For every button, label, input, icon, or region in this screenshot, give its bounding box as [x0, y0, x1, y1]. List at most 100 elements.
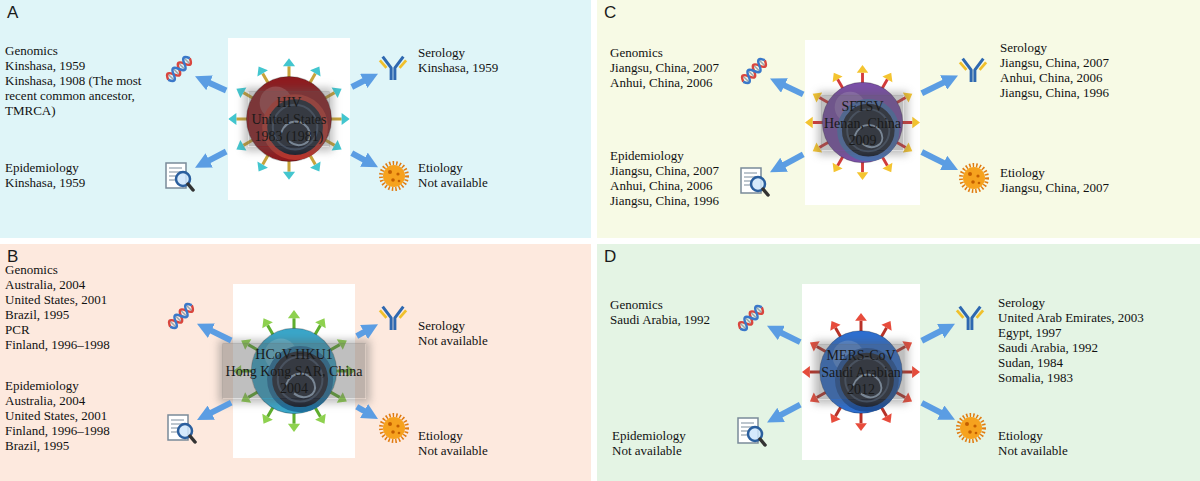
- method-icon: EtiologyNot available: [955, 412, 987, 444]
- finding-entry: United States, 2001: [5, 408, 157, 423]
- method-icon: EpidemiologyJiangsu, China, 2007Anhui, C…: [738, 165, 770, 197]
- finding-entry: Australia, 2004: [5, 393, 157, 408]
- connector-group: [204, 78, 949, 418]
- method-symbol: [958, 52, 988, 84]
- arrow-connector: [206, 328, 231, 340]
- arrow-connector: [779, 154, 803, 167]
- method-symbol: [955, 412, 987, 444]
- virus-label-box: SFTSVHenan, China2009: [821, 95, 904, 150]
- method-heading: Etiology: [998, 428, 1193, 443]
- method-heading: Epidemiology: [5, 160, 157, 175]
- virus-image-box: SFTSVHenan, China2009: [805, 40, 920, 205]
- arrow-connector: [922, 80, 949, 93]
- method-text-block: GenomicsAustralia, 2004United States, 20…: [5, 262, 157, 352]
- method-icon: EpidemiologyAustralia, 2004United States…: [165, 412, 197, 444]
- virus-label-box: HIVUnited States1983 (1981): [248, 92, 329, 147]
- method-icon: EtiologyJiangsu, China, 2007: [958, 162, 990, 194]
- method-text-block: EtiologyJiangsu, China, 2007: [1000, 165, 1190, 195]
- method-symbol-shape: [381, 415, 407, 441]
- method-heading: Etiology: [418, 428, 578, 443]
- method-text-block: GenomicsKinshasa, 1959Kinshasa, 1908 (Th…: [5, 43, 157, 118]
- finding-entry: United States, 2001: [5, 292, 157, 307]
- virus-label-box: HCoV-HKU1Hong Kong SAR, China2004: [223, 344, 366, 399]
- virus-label-box: MERS-CoVSaudi Arabian2012: [818, 345, 904, 400]
- method-heading: Genomics: [5, 43, 157, 58]
- finding-entry: Saudi Arabia, 1992: [610, 312, 730, 327]
- panel-letter: A: [7, 3, 18, 23]
- finding-entry: Anhui, China, 2006: [610, 178, 735, 193]
- method-symbol: [378, 412, 410, 444]
- finding-entry: Somalia, 1983: [998, 370, 1193, 385]
- finding-entry: Kinshasa, 1959: [5, 175, 157, 190]
- method-symbol-shape: [165, 55, 193, 83]
- method-symbol-shape: [738, 418, 765, 445]
- method-heading: Epidemiology: [612, 428, 732, 443]
- finding-entry: PCR: [5, 322, 157, 337]
- method-symbol: [958, 162, 990, 194]
- virus-origin: Saudi Arabian: [821, 364, 901, 381]
- arrow-connector: [357, 407, 370, 414]
- method-icon: EtiologyNot available: [378, 412, 410, 444]
- virus-image-box: HIVUnited States1983 (1981): [228, 38, 350, 200]
- method-symbol-shape: [957, 307, 983, 330]
- method-text-block: GenomicsJiangsu, China, 2007Anhui, China…: [610, 45, 735, 90]
- method-symbol: [378, 300, 408, 332]
- virus-shape: [802, 313, 920, 431]
- panel-letter-holder: A: [7, 3, 18, 23]
- virus-origin: 1983 (1981): [251, 128, 326, 145]
- method-heading: Genomics: [610, 45, 735, 60]
- finding-entry: Saudi Arabia, 1992: [998, 340, 1193, 355]
- panel-box: CSFTSVHenan, China2009GenomicsJiangsu, C…: [597, 0, 1200, 238]
- method-symbol-shape: [961, 165, 987, 191]
- method-icon: EtiologyNot available: [378, 160, 410, 192]
- arrow-connector: [922, 328, 946, 340]
- virus-origin: 2012: [821, 381, 901, 398]
- finding-entry: Jiangsu, China, 2007: [610, 60, 735, 75]
- arrow-connector: [352, 153, 369, 162]
- finding-entry: Kinshasa, 1959: [418, 60, 578, 75]
- arrow-connector: [922, 152, 949, 166]
- method-text-block: EpidemiologyNot available: [612, 428, 732, 458]
- finding-entry: Not available: [418, 443, 578, 458]
- finding-entry: Not available: [418, 333, 578, 348]
- method-text-block: EpidemiologyAustralia, 2004United States…: [5, 378, 157, 453]
- virus-origin: United States: [251, 111, 326, 128]
- finding-entry: Finland, 1996–1998: [5, 337, 157, 352]
- virus-image-box: HCoV-HKU1Hong Kong SAR, China2004: [233, 284, 355, 458]
- method-text-block: SerologyNot available: [418, 318, 578, 348]
- method-text-block: EpidemiologyJiangsu, China, 2007Anhui, C…: [610, 148, 735, 208]
- arrow-connector: [776, 330, 800, 342]
- method-icon: GenomicsSaudi Arabia, 1992: [735, 302, 767, 334]
- method-symbol-shape: [166, 163, 193, 190]
- method-symbol-shape: [380, 307, 406, 330]
- finding-entry: Brazil, 1995: [5, 438, 157, 453]
- arrow-connector: [922, 403, 946, 415]
- method-symbol: [163, 53, 195, 85]
- method-text-block: EtiologyNot available: [418, 428, 578, 458]
- panel-letter: C: [604, 3, 616, 23]
- finding-entry: Jiangsu, China, 2007: [1000, 180, 1190, 195]
- method-symbol: [735, 302, 767, 334]
- virus-image-box: MERS-CoVSaudi Arabian2012: [802, 284, 920, 460]
- panel-box: AHIVUnited States1983 (1981)GenomicsKins…: [0, 0, 591, 238]
- method-icon: SerologyJiangsu, China, 2007Anhui, China…: [958, 52, 988, 84]
- finding-entry: Jiangsu, China, 1996: [610, 193, 735, 208]
- virus-name: MERS-CoV: [821, 347, 901, 364]
- method-symbol: [165, 412, 197, 444]
- method-heading: Etiology: [418, 160, 578, 175]
- method-symbol: [378, 160, 410, 192]
- virus-name: HIV: [251, 94, 326, 111]
- finding-entry: Not available: [418, 175, 578, 190]
- method-heading: Genomics: [5, 262, 157, 277]
- method-symbol: [738, 165, 770, 197]
- method-heading: Epidemiology: [5, 378, 157, 393]
- method-symbol-shape: [381, 163, 407, 189]
- method-symbol: [955, 300, 985, 332]
- finding-entry: Jiangsu, China, 2007: [610, 163, 735, 178]
- method-icon: EpidemiologyKinshasa, 1959: [163, 160, 195, 192]
- virus-shape: [228, 58, 350, 180]
- method-symbol-shape: [168, 415, 195, 442]
- method-symbol: [165, 300, 197, 332]
